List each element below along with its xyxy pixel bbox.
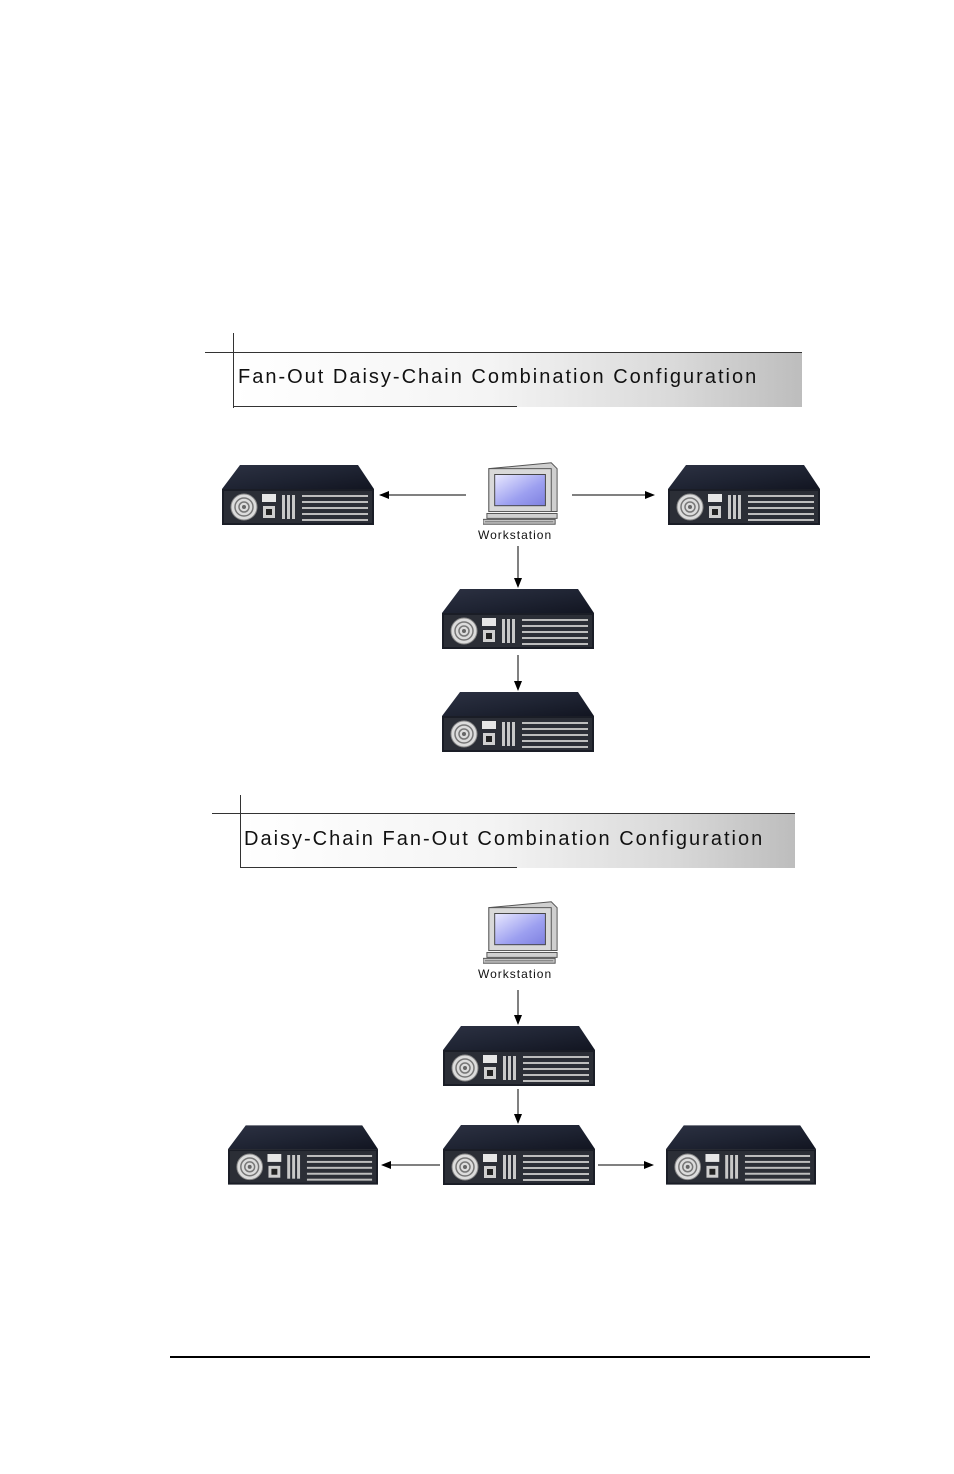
footer-rule [170, 1356, 870, 1358]
